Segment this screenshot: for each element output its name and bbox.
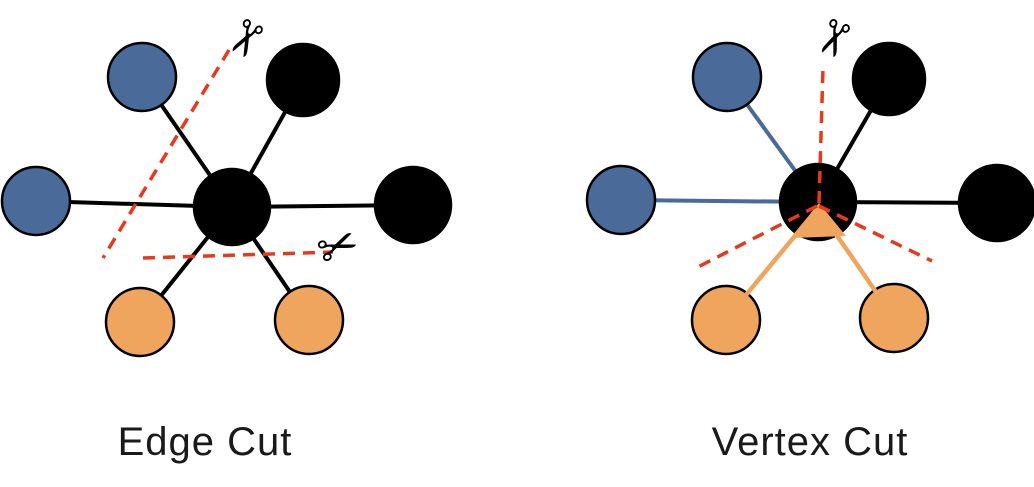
graph-node-center — [192, 167, 272, 247]
cut-line — [101, 49, 231, 259]
vertex-cut-diagram: ✂ — [585, 9, 1034, 356]
scissors-icon: ✂ — [800, 9, 867, 67]
scissors-icon: ✂ — [211, 7, 279, 69]
graph-node — [373, 165, 453, 245]
graph-node — [265, 42, 341, 118]
graph-node — [0, 165, 72, 237]
edge-cut-label: Edge Cut — [118, 420, 293, 464]
graph-node — [851, 41, 927, 117]
cut-line — [142, 250, 334, 260]
vertex-cut-label: Vertex Cut — [712, 420, 909, 464]
graph-edge — [816, 206, 878, 294]
cut-line — [818, 204, 933, 263]
graph-edge — [744, 206, 820, 297]
graph-node — [106, 41, 178, 113]
edge-cut-diagram: ✂✂ — [0, 7, 453, 358]
graph-node — [858, 282, 930, 354]
cut-line — [817, 67, 825, 204]
graph-node — [690, 284, 762, 356]
scissors-icon: ✂ — [309, 214, 367, 281]
cut-line — [697, 204, 818, 269]
graph-node — [691, 41, 763, 113]
graph-node — [273, 284, 345, 356]
graph-node — [957, 163, 1034, 243]
graph-node — [104, 286, 176, 358]
graph-node — [585, 164, 657, 236]
